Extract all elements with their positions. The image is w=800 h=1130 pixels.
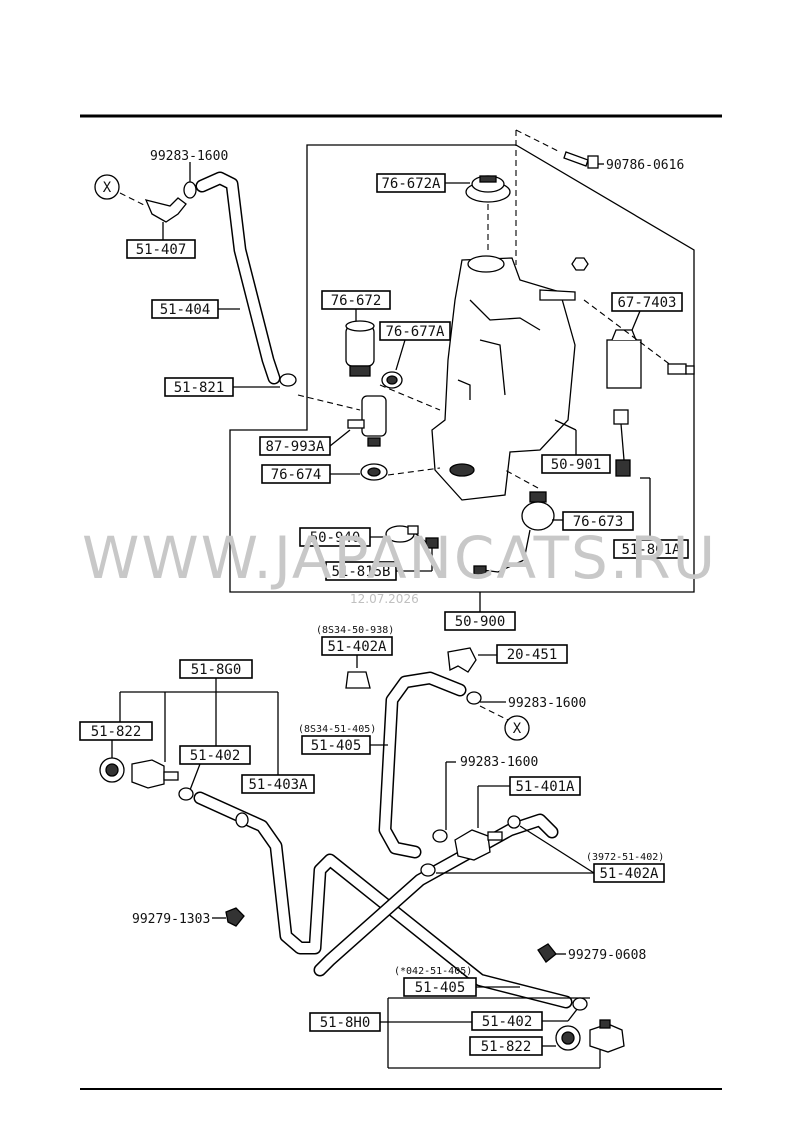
part-note-8S34-50-938: (8S34-50-938) [316,625,394,636]
part-label-50-940: 50-940 [310,530,361,546]
reservoir-cap-icon [465,175,511,203]
hose-clamp-icon [432,829,448,843]
part-label-76-672: 76-672 [331,293,382,309]
grommet-icon [360,463,388,481]
part-label-76-677A: 76-677A [385,324,445,340]
t-joint-icon [144,197,187,223]
hose-clip-icon [225,907,245,927]
part-label-87-993A: 87-993A [265,439,325,455]
hose-clamp-icon [507,815,521,829]
part-label-51-822: 51-822 [481,1039,532,1055]
hose-clamp-icon [279,373,297,387]
hose-clamp-icon [178,787,194,801]
svg-text:X: X [513,721,522,737]
washer-nozzle-icon [589,1019,625,1053]
washer-motor-icon [345,320,375,377]
hose-51-404 [195,171,281,385]
washer-reservoir-tank [431,255,576,501]
grommet-icon [99,757,125,783]
bracket-clamp-icon [385,525,419,543]
part-label-99279-1303: 99279-1303 [132,912,210,927]
part-label-51-8G0: 51-8G0 [191,662,242,678]
assembly-outline [229,144,695,593]
part-label-99283-1600: 99283-1600 [150,149,228,164]
part-label-51-815B: 51-815B [331,564,390,580]
part-label-76-674: 76-674 [271,467,322,483]
part-label-51-404: 51-404 [160,302,211,318]
part-label-51-8H0: 51-8H0 [320,1015,371,1031]
part-label-51-801A: 51-801A [621,542,681,558]
part-label-51-401A: 51-401A [515,779,575,795]
part-note-042-51-405: (*042-51-405) [394,966,472,977]
bolt-icon [667,363,695,375]
hose-51-403A [193,791,573,1009]
hose-clamp-icon [466,691,482,705]
part-note-8S34-51-405: (8S34-51-405) [298,724,376,735]
part-label-99279-0608: 99279-0608 [568,948,646,963]
part-label-51-403A: 51-403A [248,777,308,793]
svg-text:X: X [103,180,112,196]
part-label-51-405: 51-405 [311,738,362,754]
level-sensor-icon [473,491,555,577]
hose-clamp-icon [420,863,436,877]
part-label-51-821: 51-821 [174,380,225,396]
part-label-76-672A: 76-672A [381,176,441,192]
x-marker-bottom: X [504,715,530,741]
watermark-date: 12.07.2026 [350,592,419,606]
hose-clip-icon [537,943,557,963]
washer-pump-icon [347,395,387,447]
part-label-51-405: 51-405 [415,980,466,996]
grommet-icon [555,1025,581,1051]
nut-icon [571,257,589,271]
clamp-bracket-icon [447,647,477,673]
part-label-76-673: 76-673 [573,514,624,530]
bolt-icon [563,151,599,169]
part-label-90786-0616: 90786-0616 [606,158,684,173]
part-label-51-402A: 51-402A [327,639,387,655]
part-label-51-407: 51-407 [136,242,187,258]
washer-nozzle-icon [131,759,179,789]
watermark: WWW.JAPANCATS.RU [82,524,717,592]
part-label-51-402: 51-402 [190,748,241,764]
part-label-67-7403: 67-7403 [617,295,676,311]
part-label-51-822: 51-822 [91,724,142,740]
hose-clamp-icon [572,997,588,1011]
relay-icon [606,329,642,389]
part-label-50-900: 50-900 [455,614,506,630]
part-label-99283-1600: 99283-1600 [508,696,586,711]
hose-51-405 [378,671,467,859]
hose-clamp-icon [235,812,249,828]
part-label-20-451: 20-451 [507,647,558,663]
grommet-icon [381,371,403,389]
part-label-99283-1600: 99283-1600 [460,755,538,770]
hose-clip-icon [345,671,371,689]
part-label-51-402: 51-402 [482,1014,533,1030]
part-note-3972-51-402: (3972-51-402) [586,852,664,863]
check-valve-icon [454,829,503,861]
hose-clamp-icon [183,181,197,199]
part-label-51-402A: 51-402A [599,866,659,882]
wire-connector-icon [613,409,631,477]
x-marker-top: X [94,174,120,200]
part-label-50-901: 50-901 [551,457,602,473]
